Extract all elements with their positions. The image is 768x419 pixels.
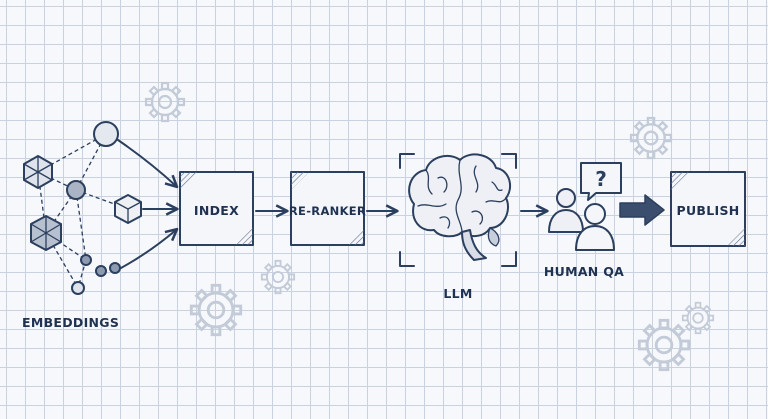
gear-icon	[629, 116, 673, 160]
small-node	[71, 281, 85, 295]
human-qa-label: HUMAN QA	[544, 264, 624, 279]
brain-icon	[408, 153, 512, 261]
gear-icon	[260, 259, 296, 295]
person-icon	[548, 188, 584, 233]
person-icon	[575, 203, 615, 251]
focus-frame	[399, 153, 517, 267]
question-mark: ?	[595, 167, 607, 191]
question-bubble-icon: ?	[580, 162, 622, 201]
reranker-box: RE-RANKER	[289, 171, 366, 246]
small-node	[80, 254, 92, 266]
index-label: INDEX	[194, 203, 239, 218]
embeddings-to-index-arrows	[117, 139, 179, 269]
reranker-label: RE-RANKER	[289, 204, 366, 218]
publish-label: PUBLISH	[676, 203, 739, 218]
gear-icon	[681, 301, 715, 335]
gear-icon	[637, 318, 691, 372]
index-box: INDEX	[179, 171, 254, 246]
embeddings-label: EMBEDDINGS	[22, 315, 119, 330]
human-qa-to-publish-arrow	[619, 194, 665, 226]
gear-icon	[189, 283, 243, 337]
gear-icon	[144, 81, 186, 123]
llm-node: LLM	[399, 153, 517, 301]
publish-box: PUBLISH	[670, 171, 746, 247]
small-node	[109, 262, 121, 274]
sphere-node	[66, 180, 86, 200]
sphere-node	[93, 121, 119, 147]
embeddings-cluster: EMBEDDINGS	[22, 121, 142, 330]
llm-label: LLM	[443, 286, 472, 301]
human-qa-node: ? HUMAN QA	[544, 162, 624, 279]
small-node	[95, 265, 107, 277]
